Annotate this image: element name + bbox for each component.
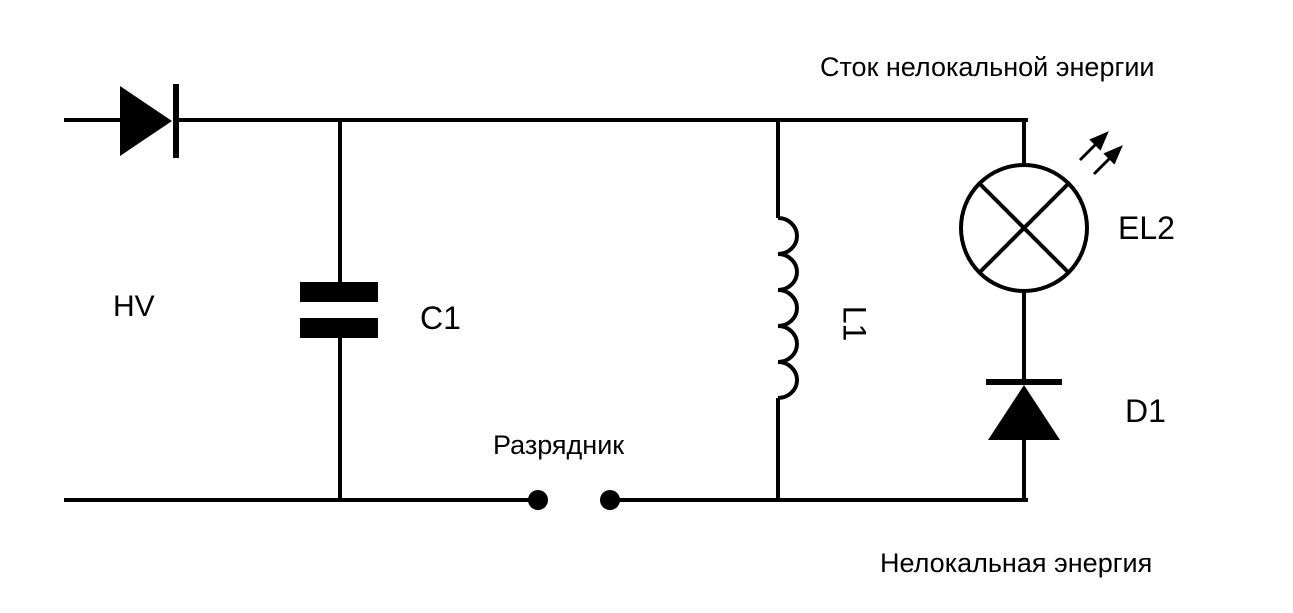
diode-d1-icon — [986, 379, 1062, 440]
label-c1: C1 — [420, 300, 461, 336]
lamp-el2-icon — [959, 163, 1089, 293]
light-emission-arrows-icon — [1078, 131, 1123, 176]
capacitor-c1-icon — [300, 282, 378, 338]
label-el2: EL2 — [1118, 210, 1175, 246]
label-nonlocal-energy: Нелокальная энергия — [880, 548, 1153, 578]
label-d1: D1 — [1125, 393, 1166, 429]
label-nonlocal-energy-sink: Сток нелокальной энергии — [820, 52, 1155, 82]
label-spark-gap: Разрядник — [493, 430, 625, 460]
input-diode-icon — [120, 84, 179, 158]
label-l1: L1 — [836, 305, 873, 342]
label-hv: HV — [113, 290, 155, 323]
inductor-l1-icon — [776, 216, 799, 408]
spark-gap-icon — [528, 490, 620, 510]
